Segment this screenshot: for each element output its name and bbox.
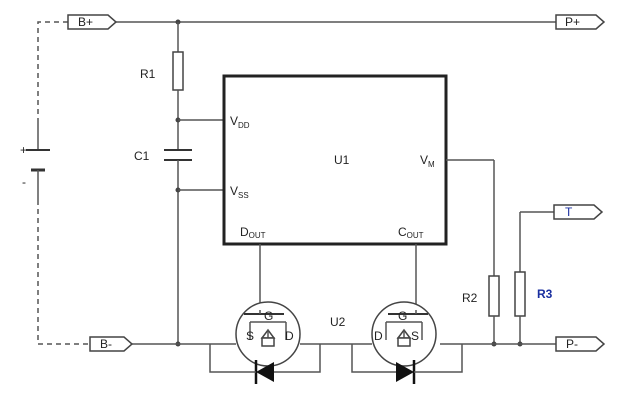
ic-u1 (222, 74, 448, 246)
mosfet-left: G S D (235, 301, 301, 367)
resistor-r1 (172, 51, 184, 91)
pin-vss-label: VSS (230, 184, 249, 200)
r2-label: R2 (462, 291, 478, 305)
mosfet-right: G D S (371, 301, 437, 367)
mosfet-right-source-label: S (411, 329, 419, 343)
mosfet-right-gate-label: G (398, 309, 407, 323)
port-b-minus: B- (89, 336, 134, 352)
u2-label: U2 (330, 315, 346, 329)
port-b-minus-label: B- (100, 337, 112, 351)
body-diode-left (209, 344, 321, 384)
body-diode-right (351, 344, 463, 384)
port-p-minus-label: P- (566, 337, 578, 351)
port-t: T (553, 204, 604, 220)
port-p-minus: P- (555, 336, 606, 352)
battery: + - (20, 120, 50, 200)
port-b-plus-label: B+ (78, 15, 93, 29)
r1-label: R1 (140, 67, 156, 81)
mosfet-right-drain-label: D (374, 329, 383, 343)
port-p-plus-label: P+ (565, 15, 580, 29)
port-b-plus: B+ (67, 14, 118, 30)
battery-plus-label: + (20, 143, 27, 157)
battery-minus-label: - (22, 175, 26, 189)
port-p-plus: P+ (555, 14, 606, 30)
pin-vdd-label: VDD (230, 114, 250, 130)
mosfet-left-gate-label: G (264, 309, 273, 323)
battery-loop (37, 21, 90, 345)
mosfet-left-drain-label: D (285, 329, 294, 343)
resistor-r2 (488, 275, 500, 317)
c1-label: C1 (134, 149, 150, 163)
pin-cout-label: COUT (398, 225, 424, 240)
r3-label: R3 (537, 287, 553, 301)
pin-dout-label: DOUT (240, 225, 266, 240)
pin-vm-label: VM (420, 153, 435, 169)
mosfet-left-source-label: S (246, 329, 254, 343)
capacitor-c1 (164, 149, 192, 161)
port-t-label: T (565, 205, 573, 219)
u1-label: U1 (334, 153, 350, 167)
resistor-r3 (514, 271, 526, 317)
